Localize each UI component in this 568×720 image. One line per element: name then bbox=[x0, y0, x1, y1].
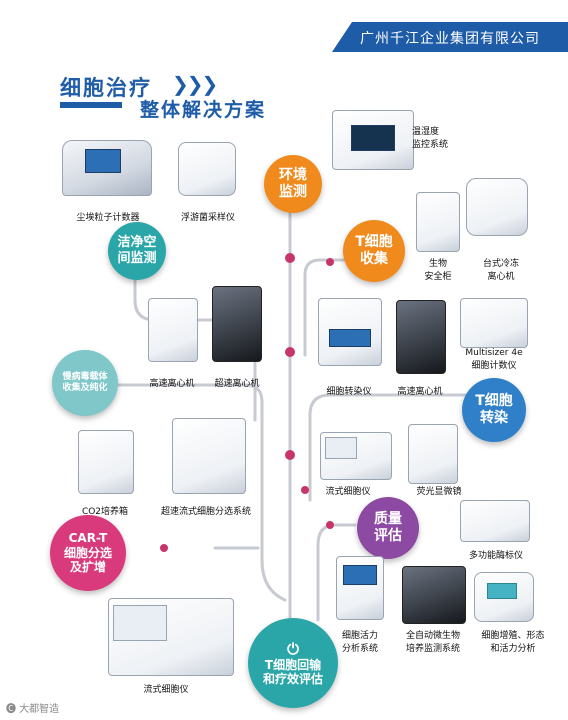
flow-cytometer-image bbox=[320, 432, 392, 480]
label-ultra-centrifuge: 超速离心机 bbox=[214, 379, 260, 389]
temp-humidity-monitor-image bbox=[332, 110, 414, 170]
header-banner-notch bbox=[332, 22, 352, 52]
bubble-tcell-collection: T细胞 收集 bbox=[343, 220, 405, 282]
biosafety-cabinet-image bbox=[416, 192, 460, 252]
label-flow-cytometer-1: 流式细胞仪 bbox=[325, 487, 371, 497]
label-cell-transfector: 细胞转染仪 bbox=[326, 387, 372, 397]
company-name: 广州千江企业集团有限公司 bbox=[360, 31, 540, 47]
label-viability: 细胞活力 分析系统 bbox=[341, 631, 378, 654]
bubble-cart-sorting-expansion: CAR-T 细胞分选 及扩增 bbox=[50, 515, 126, 591]
bubble-tcell-transfection: T细胞 转染 bbox=[462, 378, 526, 442]
label-hs-centrifuge-1: 高速离心机 bbox=[149, 379, 195, 389]
bubble-lentivirus-vector: 慢病毒载体 收集及纯化 bbox=[52, 350, 118, 416]
plate-reader-image bbox=[460, 500, 530, 542]
cell-transfector-image bbox=[318, 298, 382, 366]
viability-analyzer-image bbox=[336, 556, 384, 620]
label-proliferation: 细胞增殖、形态 和活力分析 bbox=[481, 631, 545, 654]
label-dust-counter: 尘埃粒子计数器 bbox=[76, 213, 140, 223]
junction-dot bbox=[326, 258, 334, 266]
proliferation-analyzer-image bbox=[474, 572, 534, 622]
junction-dot bbox=[160, 544, 168, 552]
bubble-tcell-reinfusion: ⏻ T细胞回输 和疗效评估 bbox=[248, 618, 338, 708]
label-plate-reader: 多功能酶标仪 bbox=[468, 551, 523, 561]
fluorescence-microscope-image bbox=[408, 424, 458, 484]
header-banner bbox=[352, 22, 568, 52]
junction-dot bbox=[285, 347, 295, 357]
junction-dot bbox=[301, 486, 309, 494]
bubble-reinfusion-label: T细胞回输 和疗效评估 bbox=[262, 657, 323, 686]
bubble-clean-space-monitoring: 洁净空 间监测 bbox=[108, 222, 166, 280]
junction-dot bbox=[326, 521, 334, 529]
junction-dot bbox=[285, 450, 295, 460]
label-benchtop-centrifuge: 台式冷冻 离心机 bbox=[482, 259, 519, 282]
label-biosafety: 生物 安全柜 bbox=[424, 259, 452, 282]
label-hs-centrifuge-2: 高速离心机 bbox=[397, 387, 443, 397]
cell-sorter-image bbox=[172, 418, 246, 494]
watermark: 🅒 大都智造 bbox=[6, 704, 60, 715]
label-co2-incubator: CO2培养箱 bbox=[81, 507, 129, 517]
title-accent-bar bbox=[60, 102, 122, 108]
title-line-1: 细胞治疗 bbox=[60, 76, 152, 100]
label-auto-culture: 全自动微生物 培养监测系统 bbox=[405, 631, 460, 654]
dust-particle-counter-image bbox=[62, 140, 152, 196]
label-fluor-microscope: 荧光显微镜 bbox=[416, 487, 462, 497]
junction-dot bbox=[285, 253, 295, 263]
bubble-environment-monitoring: 环境 监测 bbox=[264, 155, 322, 213]
high-speed-centrifuge-2-image bbox=[396, 300, 446, 374]
label-multisizer: Multisizer 4e 细胞计数仪 bbox=[465, 348, 523, 371]
label-airborne-sampler: 浮游菌采样仪 bbox=[180, 213, 235, 223]
title-line-2: 整体解决方案 bbox=[140, 99, 267, 121]
co2-incubator-image bbox=[78, 430, 134, 494]
ultracentrifuge-image bbox=[212, 286, 262, 362]
auto-culture-system-image bbox=[402, 566, 466, 624]
label-flow-cytometer-2: 流式细胞仪 bbox=[143, 685, 189, 695]
airborne-sampler-image bbox=[178, 142, 236, 196]
bubble-quality-assessment: 质量 评估 bbox=[357, 497, 419, 559]
chevron-icon: ❯❯❯ bbox=[172, 72, 218, 96]
high-speed-centrifuge-image bbox=[148, 298, 198, 362]
multisizer-image bbox=[460, 298, 528, 348]
label-sorter: 超速流式细胞分选系统 bbox=[160, 507, 251, 517]
label-temp-humidity: 温湿度 监控系统 bbox=[412, 127, 449, 150]
flow-cytometer-2-image bbox=[108, 598, 234, 676]
benchtop-centrifuge-image bbox=[466, 178, 528, 236]
power-icon: ⏻ bbox=[287, 639, 299, 658]
